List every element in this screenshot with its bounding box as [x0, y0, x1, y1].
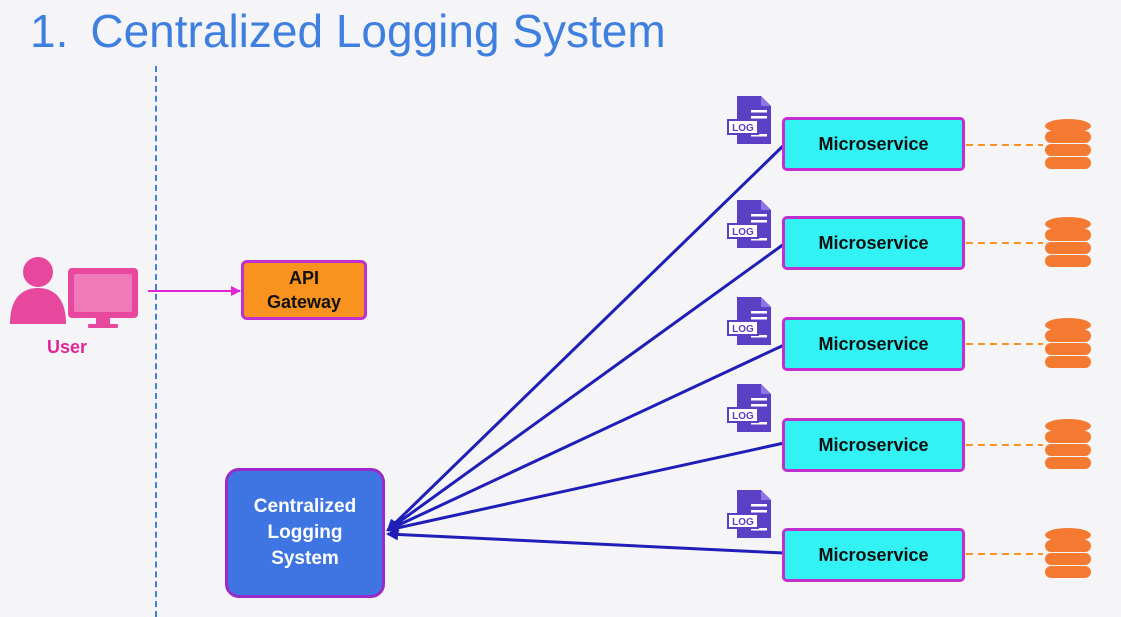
microservice-box-3: Microservice	[782, 317, 965, 371]
log-file-icon: LOG	[727, 384, 771, 432]
user-label: User	[47, 337, 88, 357]
database-icon	[1045, 528, 1091, 578]
log-icon-text: LOG	[732, 227, 754, 238]
microservice-box-2: Microservice	[782, 216, 965, 270]
log-icon-text: LOG	[732, 123, 754, 134]
log-icon-text: LOG	[732, 324, 754, 335]
log-arrow-4	[386, 441, 785, 534]
microservice-box-5: Microservice	[782, 528, 965, 582]
dashed-divider	[155, 66, 157, 617]
centralized-logging-box: Centralized Logging System	[225, 468, 385, 598]
log-file-icon: LOG	[727, 200, 771, 248]
api-gateway-box: API Gateway	[241, 260, 367, 320]
log-arrow-3	[386, 343, 785, 532]
title-number: 1.	[30, 5, 69, 57]
database-icon	[1045, 318, 1091, 368]
log-arrow-5	[386, 528, 785, 555]
database-icon	[1045, 217, 1091, 267]
log-icon-text: LOG	[732, 517, 754, 528]
log-icon-text: LOG	[732, 411, 754, 422]
microservice-box-1: Microservice	[782, 117, 965, 171]
log-file-icon: LOG	[727, 297, 771, 345]
user-computer-icon	[10, 257, 138, 328]
database-icon	[1045, 419, 1091, 469]
page-title: 1. Centralized Logging System	[30, 4, 666, 58]
title-text: Centralized Logging System	[90, 5, 666, 57]
log-file-icon: LOG	[727, 96, 771, 144]
log-arrow-1	[386, 143, 786, 532]
database-icon	[1045, 119, 1091, 169]
log-arrow-2	[386, 242, 785, 532]
microservice-box-4: Microservice	[782, 418, 965, 472]
log-file-icon: LOG	[727, 490, 771, 538]
